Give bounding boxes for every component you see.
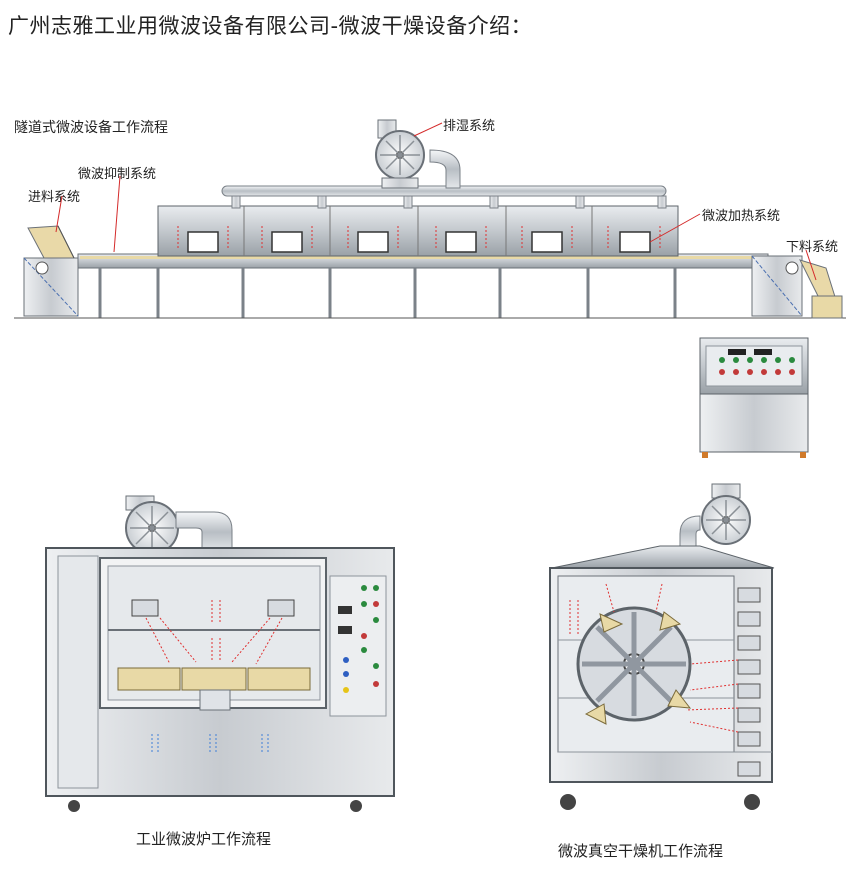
vacuum-dryer-caption: 微波真空干燥机工作流程 [558,842,724,860]
exhaust-system-label: 排湿系统 [443,119,496,134]
tunnel-section-title: 隧道式微波设备工作流程 [14,120,168,136]
control-cabinet-drawing [699,337,809,458]
feeding-system-label: 进料系统 [28,190,81,205]
vacuum-dryer-drawing [549,483,775,810]
industrial-oven-drawing [45,495,395,812]
industrial-oven-caption: 工业微波炉工作流程 [136,830,272,848]
heating-system-label: 微波加热系统 [702,209,781,224]
page-title: 广州志雅工业用微波设备有限公司-微波干燥设备介绍： [8,14,533,38]
suppression-system-label: 微波抑制系统 [78,167,157,182]
tunnel-line-drawing [14,119,846,319]
discharge-system-label: 下料系统 [786,240,839,255]
